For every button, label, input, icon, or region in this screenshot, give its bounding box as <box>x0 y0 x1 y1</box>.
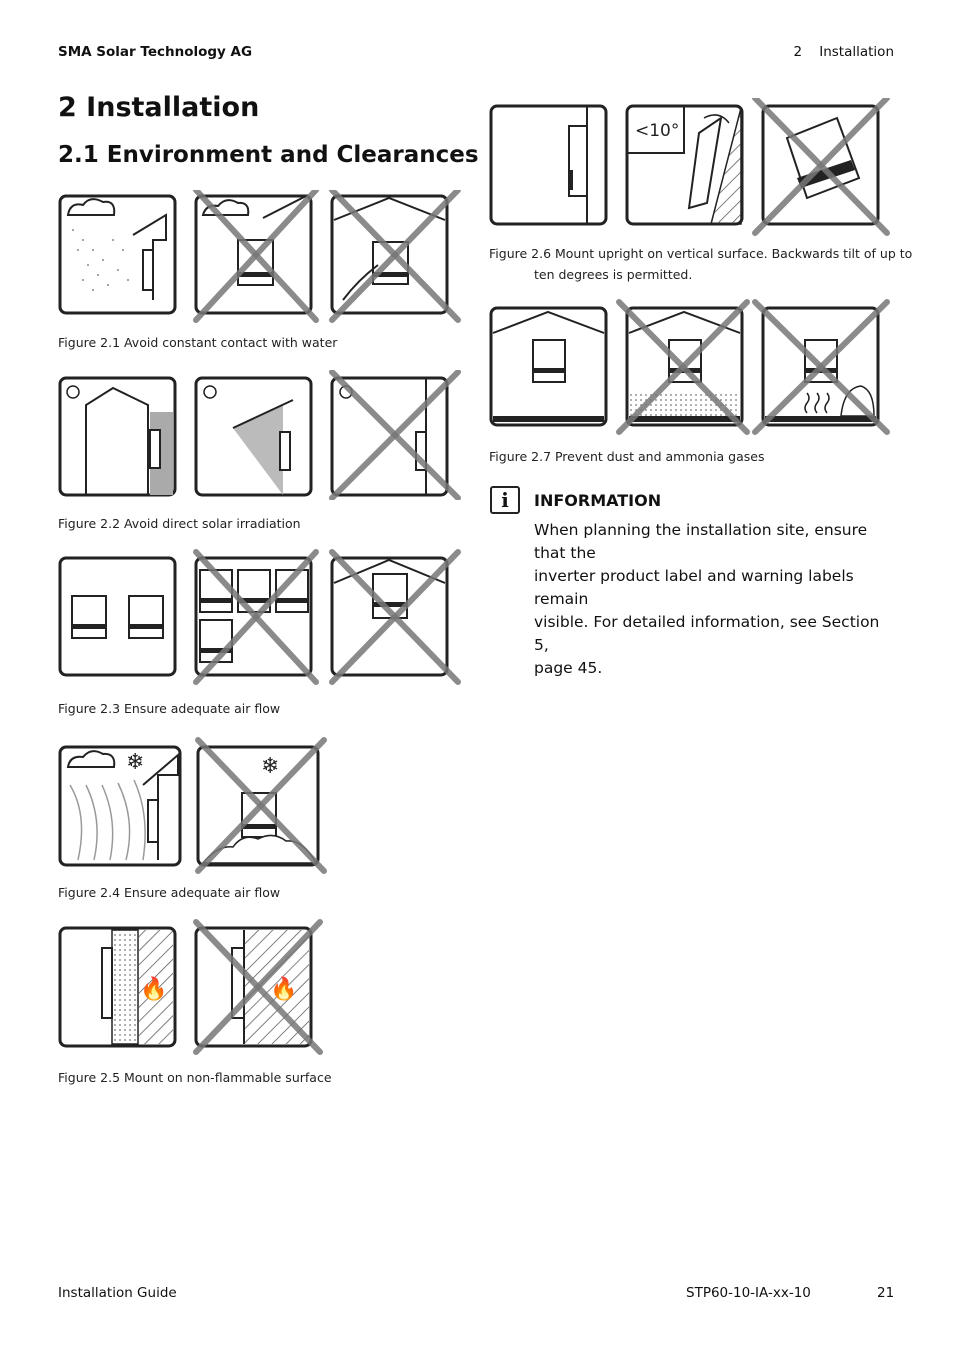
figure-2-2 <box>58 370 463 500</box>
figure-2-6-caption-line2: ten degrees is permitted. <box>534 267 693 282</box>
figure-2-6: <10° <box>489 98 894 238</box>
figure-2-1-caption: Figure 2.1 Avoid constant contact with w… <box>58 335 338 350</box>
info-line: visible. For detailed information, see S… <box>534 613 880 654</box>
header-company: SMA Solar Technology AG <box>58 44 253 60</box>
info-body: When planning the installation site, ens… <box>534 519 894 680</box>
info-line: page 45. <box>534 659 603 677</box>
figure-2-4: ❄ ❄ <box>58 735 328 875</box>
info-icon: i <box>490 486 520 514</box>
info-title: INFORMATION <box>534 491 662 510</box>
figure-2-7 <box>489 298 894 438</box>
figure-2-5-caption: Figure 2.5 Mount on non-flammable surfac… <box>58 1070 332 1085</box>
footer-left: Installation Guide <box>58 1285 177 1301</box>
figure-2-4-caption: Figure 2.4 Ensure adequate air flow <box>58 885 281 900</box>
info-line: When planning the installation site, ens… <box>534 521 868 562</box>
figure-2-1 <box>58 190 463 325</box>
figure-2-3-caption: Figure 2.3 Ensure adequate air flow <box>58 701 281 716</box>
section-title: 2.1 Environment and Clearances <box>58 142 479 168</box>
figure-2-2-caption: Figure 2.2 Avoid direct solar irradiatio… <box>58 516 301 531</box>
figure-2-3 <box>58 548 463 688</box>
page-number: 21 <box>877 1285 895 1301</box>
header-chapter: 2 Installation <box>793 44 894 60</box>
info-line: inverter product label and warning label… <box>534 567 854 608</box>
svg-text:❄: ❄ <box>126 750 144 775</box>
svg-text:🔥: 🔥 <box>140 976 167 1002</box>
footer-doc-id: STP60-10-IA-xx-10 <box>686 1285 811 1301</box>
svg-text:❄: ❄ <box>261 754 279 779</box>
figure-2-6-caption-line1: Figure 2.6 Mount upright on vertical sur… <box>489 246 913 261</box>
figure-2-7-caption: Figure 2.7 Prevent dust and ammonia gase… <box>489 449 765 464</box>
svg-text:🔥: 🔥 <box>270 976 297 1002</box>
chapter-title: 2 Installation <box>58 92 260 123</box>
tilt-label: <10° <box>635 121 679 141</box>
figure-2-5: 🔥 🔥 <box>58 918 328 1058</box>
